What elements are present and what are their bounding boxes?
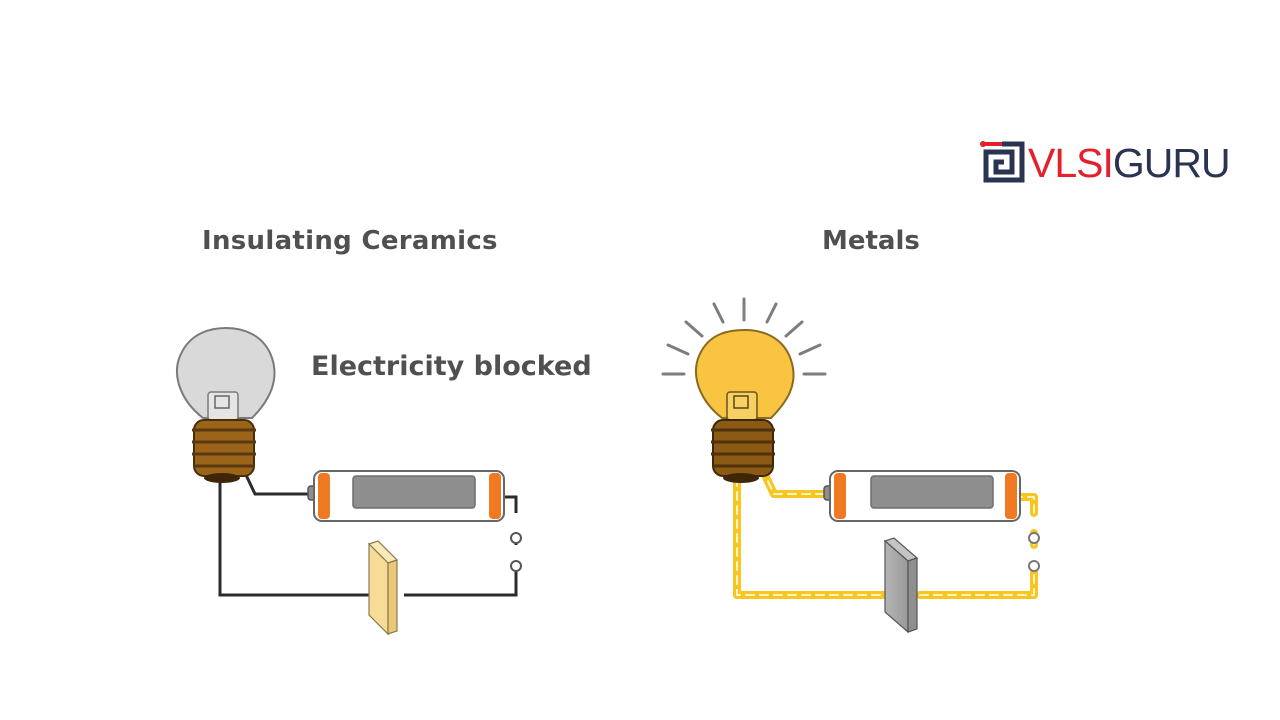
switch-terminal — [1028, 532, 1040, 544]
light-bulb-on — [695, 328, 795, 483]
metal-circuit — [661, 297, 1040, 634]
switch-terminal — [1028, 560, 1040, 572]
switch-terminal — [510, 532, 522, 544]
logo-text-vlsi: VLSI — [1028, 139, 1114, 186]
panel-title-insulating-ceramics: Insulating Ceramics — [202, 226, 498, 256]
bulb-base — [192, 419, 256, 483]
annotation-electricity-blocked: Electricity blocked — [311, 351, 592, 382]
ceramic-plate — [367, 540, 399, 636]
battery — [823, 470, 1021, 522]
vlsiguru-chip-logo-icon — [980, 141, 1025, 183]
bulb-base — [711, 419, 775, 483]
vlsiguru-logo: VLSI GURU — [980, 139, 1231, 186]
switch-terminal — [510, 560, 522, 572]
battery — [307, 470, 505, 522]
light-bulb-off — [176, 326, 276, 483]
metal-plate — [883, 537, 919, 634]
ceramic-circuit — [176, 326, 522, 636]
panel-title-metals: Metals — [822, 226, 920, 256]
logo-text-guru: GURU — [1112, 139, 1231, 186]
light-rays — [661, 297, 827, 376]
